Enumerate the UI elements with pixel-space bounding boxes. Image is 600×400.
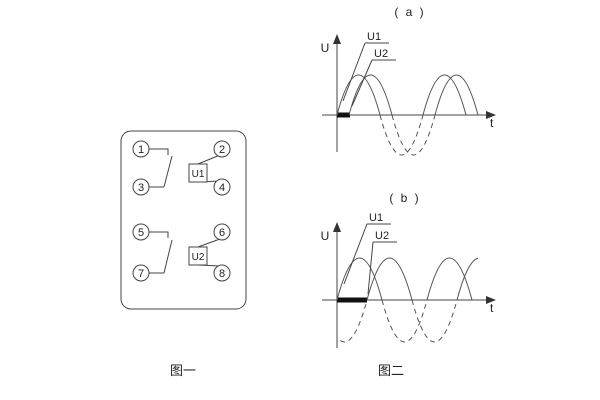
graph-b-y-axis-arrow-icon — [333, 222, 341, 232]
graph-b-u1-positive-halfwaves — [336, 257, 473, 301]
graph-a-u1-negative-halfwaves — [379, 114, 424, 156]
coil-u1-box — [188, 163, 208, 183]
terminal-7-circle — [132, 264, 150, 282]
graph-b-u2-leader-line — [367, 241, 374, 295]
terminal-1-circle — [132, 140, 150, 158]
graph-b-u1-leader-line — [343, 223, 368, 285]
terminal-6-number: 6 — [219, 227, 225, 239]
figure1-caption: 图一 — [170, 363, 196, 378]
terminal-8-circle — [213, 264, 231, 282]
graph-b-u2-positive-halfwaves — [366, 257, 478, 301]
terminal-2-circle — [213, 140, 231, 158]
coil-u1-label: U1 — [192, 169, 205, 180]
graph-a-y-axis-label: U — [321, 41, 330, 55]
terminal-4-circle — [213, 178, 231, 196]
waveform-graph-b: ( b ) U t U1 U2 — [321, 191, 496, 348]
terminal-3-number: 3 — [138, 182, 144, 194]
terminal-3-circle — [132, 178, 150, 196]
graph-a-u2-negative-halfwaves — [391, 114, 436, 156]
graph-a-u1-positive-halfwaves — [336, 74, 467, 116]
graph-b-u1-label: U1 — [369, 212, 383, 224]
coil-u2-label: U2 — [192, 252, 205, 263]
graph-a-u1-label: U1 — [367, 31, 381, 43]
relay-outline-box — [120, 130, 247, 310]
graph-a-u2-label: U2 — [374, 48, 388, 60]
graph-a-u1-leader-line — [342, 42, 366, 102]
graph-b-x-axis-arrow-icon — [486, 296, 496, 304]
terminal-5-circle — [132, 223, 150, 241]
waveform-graph-a: ( a ) U t U1 U2 — [321, 5, 496, 156]
graph-b-y-axis-label: U — [321, 229, 330, 243]
graph-b-u2-label: U2 — [375, 230, 389, 242]
terminal-5-number: 5 — [138, 227, 144, 239]
graph-b-x-axis-label: t — [490, 301, 494, 315]
graph-b-u1-negative-halfwaves — [381, 299, 428, 343]
graph-a-u2-leader-line — [351, 59, 373, 107]
graph-a-title: ( a ) — [394, 5, 425, 19]
terminal-8-number: 8 — [219, 268, 225, 280]
coil-u2-box — [188, 246, 208, 266]
contact-1-3 — [149, 148, 173, 188]
graph-a-x-axis-arrow-icon — [486, 111, 496, 119]
figure2-caption: 图二 — [378, 363, 404, 378]
terminal-1-number: 1 — [138, 144, 144, 156]
terminal-7-number: 7 — [138, 268, 144, 280]
graph-a-y-axis-arrow-icon — [333, 34, 341, 44]
graph-b-title: ( b ) — [389, 191, 420, 205]
terminal-2-number: 2 — [219, 144, 225, 156]
terminal-4-number: 4 — [219, 182, 225, 194]
relay-terminal-diagram: U1 U2 1 2 3 4 5 6 7 8 — [120, 130, 247, 310]
graph-b-u2-negative-halfwaves — [337, 299, 458, 343]
graph-a-x-axis-label: t — [490, 116, 494, 130]
contact-5-7 — [149, 231, 173, 274]
graph-a-u2-positive-halfwaves — [348, 74, 479, 116]
terminal-6-circle — [213, 223, 231, 241]
